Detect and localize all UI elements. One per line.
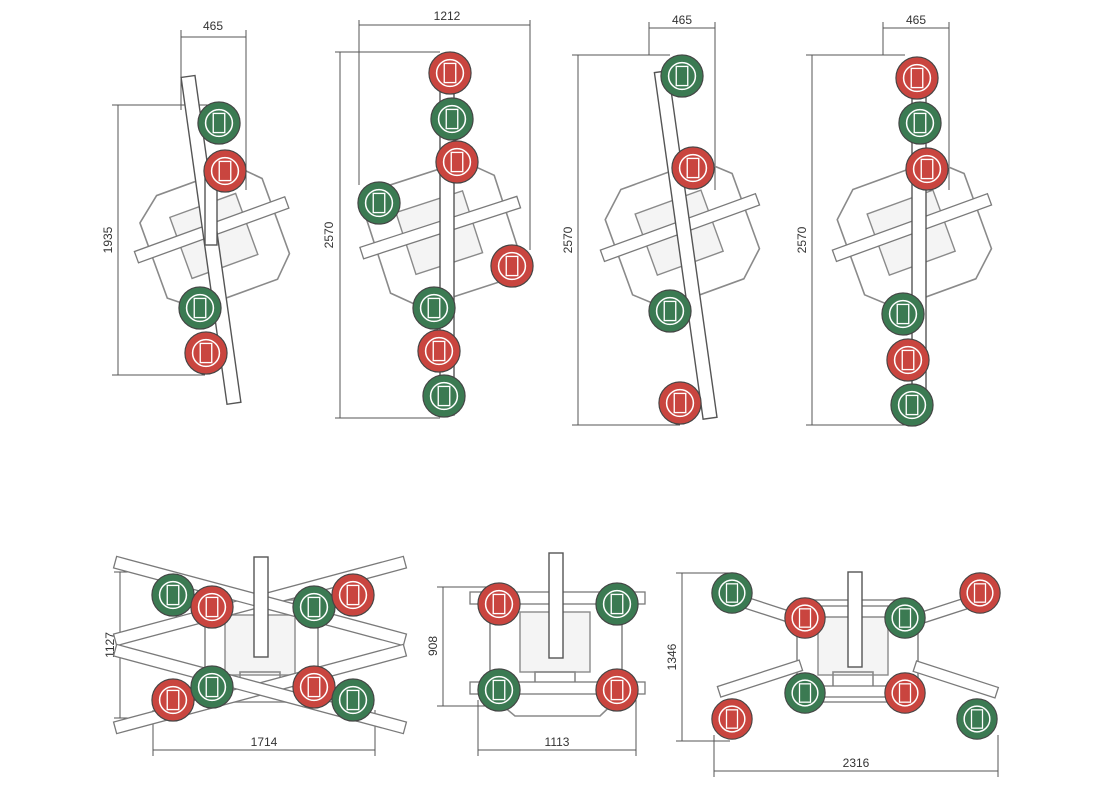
suction-pad-inactive xyxy=(292,585,336,629)
config-3-vertical-long: 465 2570 xyxy=(561,13,761,426)
suction-pad-inactive xyxy=(595,582,639,626)
suction-pad-inactive xyxy=(884,597,926,639)
suction-pad-inactive xyxy=(956,698,998,740)
suction-pad-active xyxy=(331,573,375,617)
dimension-height: 1346 xyxy=(665,572,730,742)
suction-pad-inactive xyxy=(151,573,195,617)
dimension-label: 1714 xyxy=(251,735,278,749)
dimension-label: 1935 xyxy=(101,226,115,253)
cross-arm xyxy=(112,643,408,735)
suction-pad-active xyxy=(711,698,753,740)
suction-pad-active xyxy=(895,56,939,100)
dimension-label: 1212 xyxy=(434,9,461,23)
dimension-height: 2570 xyxy=(322,51,440,419)
dimension-height: 2570 xyxy=(561,54,680,426)
config-6-horizontal-compact: 908 1113 xyxy=(426,552,646,756)
mast-beam xyxy=(253,556,269,658)
suction-pad-active xyxy=(203,149,247,193)
extension-arm xyxy=(716,659,804,698)
config-1-vertical-compact: 465 1935 xyxy=(101,19,291,406)
dimension-label: 465 xyxy=(203,19,223,33)
suction-pad-inactive xyxy=(477,668,521,712)
suction-pad-active xyxy=(477,582,521,626)
config-7-horizontal-wide: 1346 2316 xyxy=(665,571,1001,777)
dimension-width: 1212 xyxy=(358,9,531,250)
suction-pad-inactive xyxy=(412,286,456,330)
suction-pad-active xyxy=(959,572,1001,614)
config-5-horizontal-x: 1127 1714 xyxy=(103,555,408,756)
suction-pad-inactive xyxy=(197,101,241,145)
dimension-height: 2570 xyxy=(795,54,915,426)
suction-pad-inactive xyxy=(660,54,704,98)
suction-pad-inactive xyxy=(648,289,692,333)
suction-pad-inactive xyxy=(881,292,925,336)
dimension-width: 465 xyxy=(180,19,247,190)
suction-pad-inactive xyxy=(357,181,401,225)
dimension-label: 465 xyxy=(906,13,926,27)
dimension-label: 1113 xyxy=(545,735,570,749)
suction-pad-active xyxy=(490,244,534,288)
suction-pad-active xyxy=(884,672,926,714)
dimension-label: 2570 xyxy=(561,226,575,253)
dimension-width: 2316 xyxy=(713,735,999,777)
suction-pad-inactive xyxy=(784,672,826,714)
dimension-width: 465 xyxy=(648,13,716,190)
suction-pad-inactive xyxy=(711,572,753,614)
mast-beam xyxy=(548,552,564,659)
suction-pad-active xyxy=(905,147,949,191)
suction-pad-active xyxy=(292,665,336,709)
dimension-height: 908 xyxy=(426,586,490,707)
suction-pad-active xyxy=(435,140,479,184)
dimension-width: 465 xyxy=(882,13,950,190)
dimension-label: 2570 xyxy=(322,221,336,248)
dimension-label: 908 xyxy=(426,636,440,656)
suction-pad-active xyxy=(658,381,702,425)
dimension-label: 1346 xyxy=(665,643,679,670)
suction-pad-active xyxy=(428,51,472,95)
dimension-width: 1113 xyxy=(477,700,637,756)
config-2-vertical-extended: 1212 2570 xyxy=(322,9,534,419)
suction-pad-active xyxy=(151,678,195,722)
suction-pad-active xyxy=(190,585,234,629)
dimension-label: 2570 xyxy=(795,226,809,253)
suction-pad-active xyxy=(671,146,715,190)
mast-beam xyxy=(847,571,863,668)
suction-pad-inactive xyxy=(422,374,466,418)
suction-pad-active xyxy=(886,338,930,382)
config-4-vertical-long-full: 465 2570 xyxy=(795,13,993,427)
suction-pad-inactive xyxy=(178,286,222,330)
dimension-label: 1127 xyxy=(103,632,117,658)
suction-pad-inactive xyxy=(898,101,942,145)
suction-pad-inactive xyxy=(331,678,375,722)
dimension-label: 2316 xyxy=(843,756,870,770)
suction-pad-active xyxy=(417,329,461,373)
suction-pad-inactive xyxy=(190,665,234,709)
dimension-label: 465 xyxy=(672,13,692,27)
suction-pad-active xyxy=(184,331,228,375)
extension-arm xyxy=(912,660,1000,699)
suction-pad-active xyxy=(595,668,639,712)
suction-pad-inactive xyxy=(890,383,934,427)
suction-pad-active xyxy=(784,597,826,639)
suction-pad-inactive xyxy=(430,97,474,141)
